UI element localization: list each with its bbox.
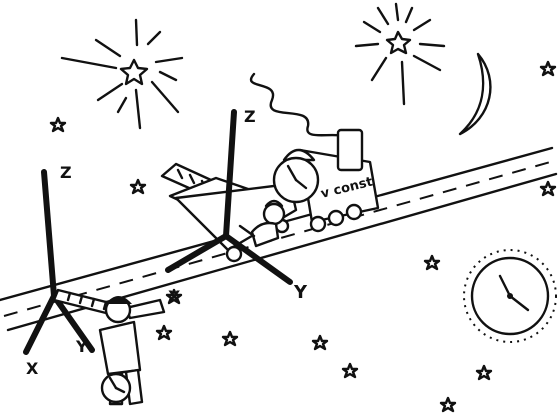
- star-icon: [49, 116, 67, 133]
- crescent-moon-icon: [458, 52, 492, 136]
- star-icon: [539, 180, 557, 197]
- ground-observer-figure: [98, 296, 166, 406]
- moving-axis-y-label: Y: [293, 282, 308, 303]
- firework-left-icon: [60, 18, 184, 130]
- star-icon: [439, 396, 457, 413]
- star-icon: [475, 364, 493, 381]
- star-icon: [311, 334, 329, 351]
- star-icon: [165, 288, 183, 305]
- moving-axis-z-label: Z: [244, 107, 256, 126]
- star-icon: [129, 178, 147, 195]
- clock-planet-icon: [463, 249, 557, 343]
- ground-axis-y-label: Y: [75, 337, 88, 356]
- star-icon: [155, 324, 173, 341]
- ground-axis-x-label: X: [26, 359, 39, 378]
- star-icon: [423, 254, 441, 271]
- moving-frame-axes: Z Y X: [165, 107, 308, 306]
- moving-axis-x-label: X: [168, 287, 181, 306]
- star-icons: [49, 60, 557, 413]
- star-icon: [539, 60, 557, 77]
- star-icon: [341, 362, 359, 379]
- ground-axis-z-label: Z: [60, 163, 72, 182]
- firework-right-icon: [354, 2, 446, 106]
- star-icon: [221, 330, 239, 347]
- locomotive: v const: [250, 72, 380, 233]
- ground-frame-axes: Z Y X: [23, 163, 95, 378]
- rider-figure: [238, 199, 286, 248]
